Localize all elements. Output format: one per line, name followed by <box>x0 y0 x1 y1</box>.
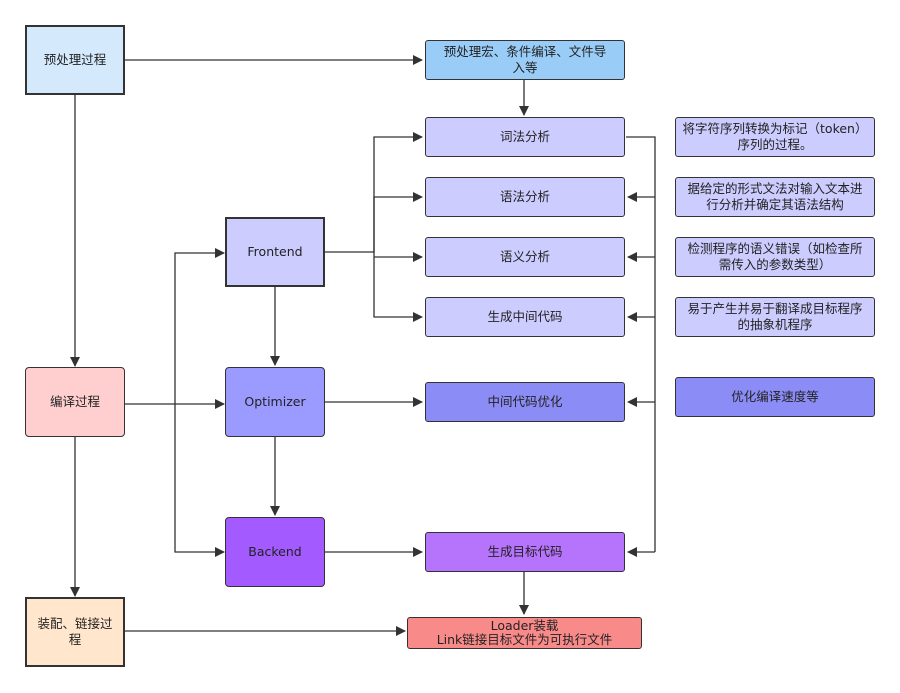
note-semantic-text: 检测程序的语义错误（如检查所需传入的参数类型） <box>687 240 863 272</box>
stage-compile: 编译过程 <box>25 367 125 437</box>
note-opt: 优化编译速度等 <box>675 377 875 417</box>
step-loader-line1: Loader装载 <box>490 617 559 633</box>
step-semantic-label: 语义分析 <box>499 248 550 264</box>
step-ir: 生成中间代码 <box>425 297 625 337</box>
step-ir-opt: 中间代码优化 <box>425 382 625 422</box>
step-preprocess: 预处理宏、条件编译、文件导入等 <box>425 40 625 80</box>
phase-optimizer: Optimizer <box>225 367 325 437</box>
stage-preprocess: 预处理过程 <box>25 25 125 95</box>
step-lexical-label: 词法分析 <box>499 128 550 144</box>
note-ir: 易于产生并易于翻译成目标程序的抽象机程序 <box>675 297 875 337</box>
step-ir-opt-label: 中间代码优化 <box>487 393 563 409</box>
phase-backend-label: Backend <box>248 543 302 559</box>
stage-preprocess-label: 预处理过程 <box>43 51 107 67</box>
step-codegen-label: 生成目标代码 <box>487 543 563 559</box>
step-preprocess-label: 预处理宏、条件编译、文件导入等 <box>443 43 607 75</box>
step-syntax: 语法分析 <box>425 177 625 217</box>
stage-link-label: 装配、链接过程 <box>37 615 113 647</box>
note-opt-text: 优化编译速度等 <box>731 388 819 404</box>
stage-compile-label: 编译过程 <box>49 393 100 409</box>
phase-frontend-label: Frontend <box>247 243 303 259</box>
stage-link: 装配、链接过程 <box>25 597 125 667</box>
note-syntax: 据给定的形式文法对输入文本进行分析并确定其语法结构 <box>675 177 875 217</box>
phase-frontend: Frontend <box>225 217 325 287</box>
arrow-frontend-to-syntax <box>373 192 423 252</box>
step-ir-label: 生成中间代码 <box>487 308 563 324</box>
step-loader: Loader装载 Link链接目标文件为可执行文件 <box>407 617 642 649</box>
connector-right-bus <box>626 136 656 552</box>
arrow-frontend-to-ir <box>373 252 423 322</box>
step-codegen: 生成目标代码 <box>425 532 625 572</box>
phase-backend: Backend <box>225 517 325 587</box>
step-semantic: 语义分析 <box>425 237 625 277</box>
note-ir-text: 易于产生并易于翻译成目标程序的抽象机程序 <box>687 300 863 332</box>
note-semantic: 检测程序的语义错误（如检查所需传入的参数类型） <box>675 237 875 277</box>
phase-optimizer-label: Optimizer <box>244 393 306 409</box>
note-lexical-text: 将字符序列转换为标记（token）序列的过程。 <box>682 120 868 152</box>
step-syntax-label: 语法分析 <box>499 188 550 204</box>
arrow-frontend-to-lexical <box>325 132 423 253</box>
arrow-compile-to-backend <box>174 404 225 557</box>
note-syntax-text: 据给定的形式文法对输入文本进行分析并确定其语法结构 <box>687 180 863 212</box>
step-loader-line2: Link链接目标文件为可执行文件 <box>436 632 613 647</box>
step-lexical: 词法分析 <box>425 117 625 157</box>
arrow-compile-to-frontend <box>174 248 225 404</box>
note-lexical: 将字符序列转换为标记（token）序列的过程。 <box>675 117 875 157</box>
